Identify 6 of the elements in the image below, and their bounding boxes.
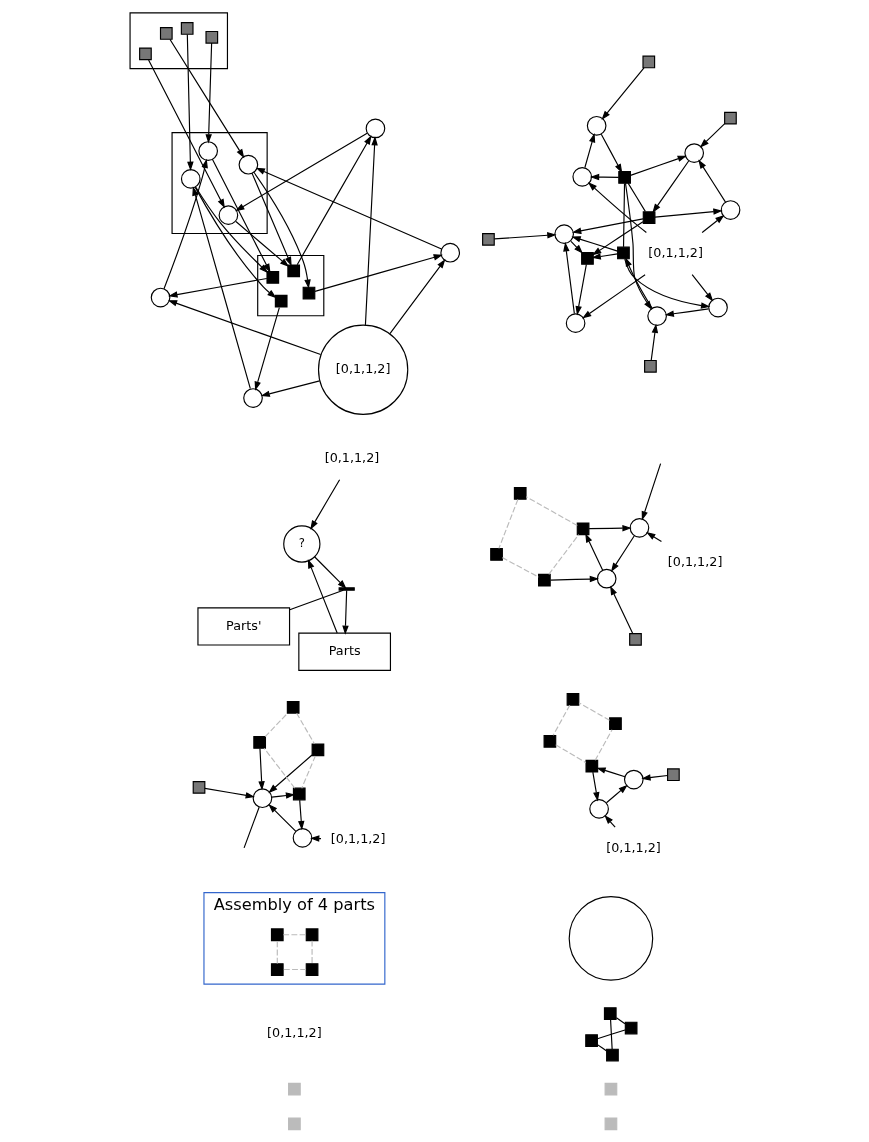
label: [0,1,1,2] [266,1024,322,1040]
node-text: [0,1,1,2] [667,553,722,569]
node-text: [0,1,1,2] [647,244,703,260]
node-text: [0,1,1,2] [330,831,385,847]
node-text: [0,1,1,2] [324,449,379,465]
node-text: [0,1,1,2] [605,839,661,855]
